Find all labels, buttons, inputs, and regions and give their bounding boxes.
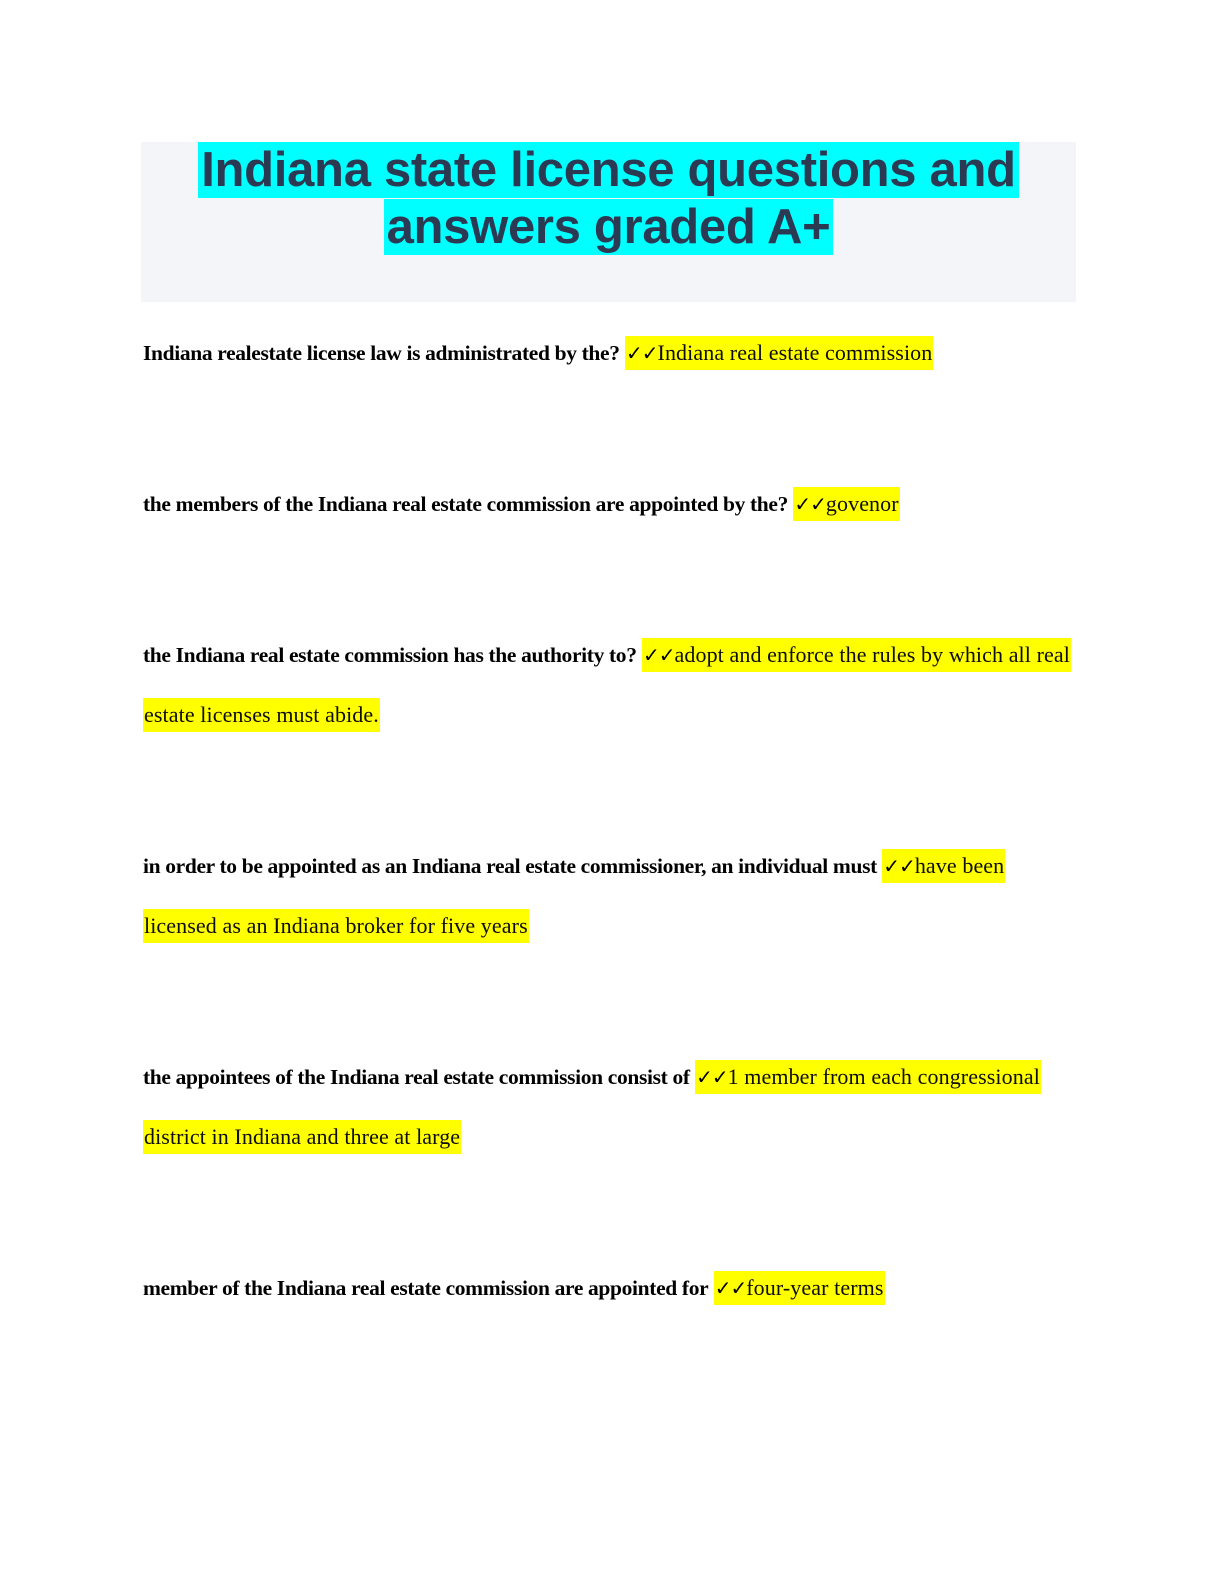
double-check-icon: ✓✓ [642,643,676,667]
double-check-icon: ✓✓ [696,1065,729,1089]
answer-value: four-year terms [746,1275,884,1300]
page-title: Indiana state license questions and answ… [141,142,1076,256]
answer-text: ✓✓four-year terms [713,1271,885,1305]
double-check-icon: ✓✓ [794,492,827,516]
title-panel: Indiana state license questions and answ… [141,142,1076,302]
qa-line: the appointees of the Indiana real estat… [143,1047,1078,1167]
question-text: Indiana realestate license law is admini… [143,341,620,365]
qa-block: the members of the Indiana real estate c… [143,474,1078,534]
double-check-icon: ✓✓ [626,341,659,365]
qa-block: Indiana realestate license law is admini… [143,323,1078,383]
question-text: the Indiana real estate commission has t… [143,643,637,667]
answer-value: Indiana real estate commission [657,340,933,365]
qa-line: in order to be appointed as an Indiana r… [143,836,1078,956]
qa-line: Indiana realestate license law is admini… [143,323,1078,383]
qa-list: Indiana realestate license law is admini… [143,302,1078,1339]
answer-value: adopt and enforce the rules by which all… [144,642,1070,727]
question-text: member of the Indiana real estate commis… [143,1276,709,1300]
qa-block: member of the Indiana real estate commis… [143,1258,1078,1318]
qa-block: in order to be appointed as an Indiana r… [143,836,1078,956]
double-check-icon: ✓✓ [714,1276,748,1300]
title-line-2: answers graded A+ [383,199,834,255]
answer-value: have been licensed as an Indiana broker … [144,853,1005,938]
qa-line: the Indiana real estate commission has t… [143,625,1078,745]
question-text: the members of the Indiana real estate c… [143,492,788,516]
answer-text: ✓✓Indiana real estate commission [625,336,934,370]
qa-line: member of the Indiana real estate commis… [143,1258,1078,1318]
question-text: the appointees of the Indiana real estat… [143,1065,690,1089]
answer-text: ✓✓govenor [793,487,900,521]
qa-block: the Indiana real estate commission has t… [143,625,1078,745]
qa-block: the appointees of the Indiana real estat… [143,1047,1078,1167]
title-line-1: Indiana state license questions and [198,142,1019,198]
question-text: in order to be appointed as an Indiana r… [143,854,877,878]
qa-line: the members of the Indiana real estate c… [143,474,1078,534]
answer-value: 1 member from each congressional distric… [144,1064,1040,1149]
double-check-icon: ✓✓ [883,854,916,878]
answer-value: govenor [825,491,899,516]
